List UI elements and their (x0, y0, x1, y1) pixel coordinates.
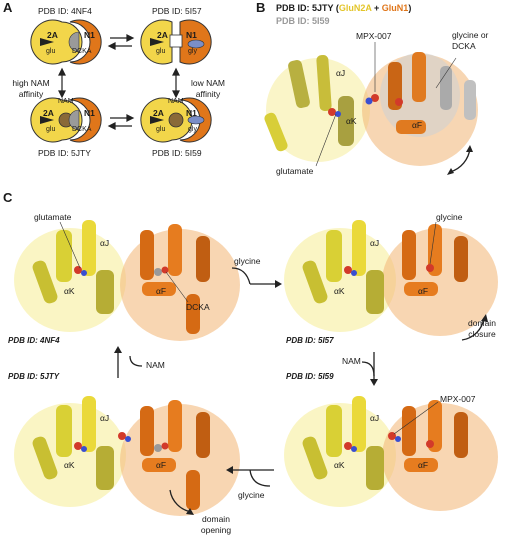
panel-a-letter: A (3, 0, 13, 15)
ligand-gly-5i59: gly (188, 126, 197, 133)
ligand-glu-5i59: glu (156, 126, 166, 133)
arrow-glycine-bottom-head (226, 466, 233, 474)
label-af-5i57: αF (418, 286, 429, 296)
pdb-label-c-5i57: PDB ID: 5I57 (286, 336, 334, 345)
structure-5i59 (284, 396, 498, 511)
label-ak-b: αK (346, 116, 357, 126)
label-ak-5i59: αK (334, 460, 345, 470)
state-5i59 (140, 97, 212, 143)
equilibrium-arrow-left (58, 67, 66, 99)
ligand-gly-5i57: gly (188, 48, 197, 55)
label-domain-opening: domain opening (200, 514, 232, 535)
arrow-label-nam-right: NAM (342, 356, 361, 366)
lobe-2a-5jty: 2A (43, 108, 54, 118)
structure-5i57 (284, 220, 498, 336)
label-domain-closure: domain closure (468, 318, 496, 339)
pdb-label-c-5jty: PDB ID: 5JTY (8, 372, 60, 381)
arrow-label-nam-left: NAM (146, 360, 165, 370)
title-glun2a: GluN2A (338, 3, 372, 13)
arrow-label-glycine-bottom: glycine (238, 490, 265, 500)
arrow-right-label: low NAM affinity (190, 78, 225, 99)
equilibrium-arrow-bottom (107, 114, 135, 130)
arrow-glycine-top (231, 267, 276, 285)
panel-b-letter: B (256, 0, 266, 15)
arrow-nam-right-head (370, 379, 378, 386)
arrow-nam-right (361, 352, 375, 380)
equilibrium-arrow-top (107, 34, 135, 50)
title-prefix: PDB ID: 5JTY ( (276, 3, 339, 13)
structure-5jty (14, 396, 240, 516)
label-aj-5i59: αJ (370, 413, 380, 423)
title-glun1: GluN1 (381, 3, 409, 13)
lobe-2a-4nf4: 2A (47, 30, 58, 40)
label-glycine-5i57: glycine (436, 212, 463, 222)
leader-lines (59, 42, 457, 435)
label-dcka-4nf4: DCKA (186, 302, 210, 312)
arrow-label-glycine-top: glycine (234, 256, 261, 266)
label-glycine-dcka-b: glycine or DCKA (452, 30, 489, 51)
title-plus: + (371, 3, 382, 13)
label-aj-b: αJ (336, 68, 346, 78)
arrow-nam-left (117, 352, 143, 378)
arrow-glycine-bottom (232, 469, 274, 487)
label-af-b: αF (412, 120, 423, 130)
nam-5jty: NAM (58, 98, 74, 105)
state-5i57 (140, 19, 212, 65)
label-aj-5jty: αJ (100, 413, 110, 423)
label-ak-5i57: αK (334, 286, 345, 296)
equilibrium-arrow-right (172, 67, 180, 99)
structure-4nf4 (14, 220, 240, 341)
panel-b-subtitle: PDB ID: 5I59 (276, 16, 330, 26)
label-mpx-b: MPX-007 (356, 31, 392, 41)
pdb-label-4nf4: PDB ID: 4NF4 (38, 6, 92, 16)
arrow-nam-left-head (114, 346, 122, 353)
lobe-2a-5i59: 2A (153, 108, 164, 118)
panel-c-letter: C (3, 190, 13, 205)
lobe-n1-4nf4: N1 (84, 30, 95, 40)
nam-5i59: NAM (168, 98, 184, 105)
ligand-dcka-5jty: DCKA (72, 126, 92, 133)
label-aj-5i57: αJ (370, 238, 380, 248)
pdb-label-5jty: PDB ID: 5JTY (38, 148, 91, 158)
lobe-2a-5i57: 2A (157, 30, 168, 40)
label-af-4nf4: αF (156, 286, 167, 296)
lobe-n1-5i59: N1 (186, 108, 197, 118)
ligand-dcka-4nf4: DCKA (72, 48, 92, 55)
pdb-label-c-5i59: PDB ID: 5I59 (286, 372, 334, 381)
label-aj-4nf4: αJ (100, 238, 110, 248)
lobe-n1-5jty: N1 (84, 108, 95, 118)
pdb-label-5i57: PDB ID: 5I57 (152, 6, 202, 16)
state-4nf4 (30, 19, 102, 65)
pdb-label-c-4nf4: PDB ID: 4NF4 (8, 336, 60, 345)
panel-b-title: PDB ID: 5JTY (GluN2A + GluN1) (276, 3, 411, 13)
label-glutamate-b: glutamate (276, 166, 314, 176)
title-suffix: ) (408, 3, 412, 13)
arrow-glycine-top-head (275, 280, 282, 288)
ligand-glu-5jty: glu (46, 126, 56, 133)
lobe-n1-5i57: N1 (186, 30, 197, 40)
arrow-left-label: high NAM affinity (12, 78, 50, 99)
ligand-glu-5i57: glu (156, 48, 166, 55)
pdb-label-5i59: PDB ID: 5I59 (152, 148, 202, 158)
state-5jty (30, 97, 102, 143)
label-ak-4nf4: αK (64, 286, 75, 296)
panel-b-structure (264, 52, 478, 175)
label-mpx-5i59: MPX-007 (440, 394, 476, 404)
label-ak-5jty: αK (64, 460, 75, 470)
label-glutamate-4nf4: glutamate (34, 212, 72, 222)
ligand-glu-4nf4: glu (46, 48, 56, 55)
label-af-5i59: αF (418, 460, 429, 470)
label-af-5jty: αF (156, 460, 167, 470)
